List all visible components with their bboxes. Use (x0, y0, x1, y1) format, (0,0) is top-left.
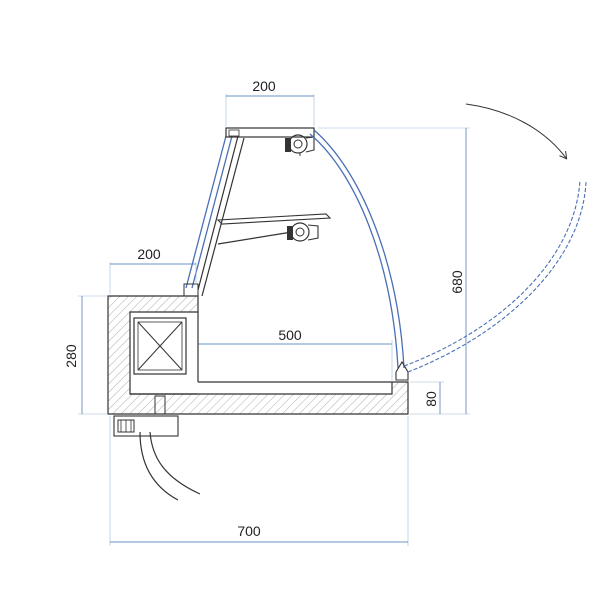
lamp-top (285, 134, 315, 156)
dim-total-width: 700 (109, 416, 409, 546)
middle-shelf (216, 213, 332, 245)
dim-base-height-label: 280 (63, 344, 79, 368)
dim-total-height-label: 680 (449, 270, 465, 294)
top-canopy (225, 127, 315, 138)
dim-top-width-label: 200 (252, 78, 276, 94)
glass-hinge (395, 360, 409, 381)
lamp-middle (287, 222, 319, 242)
dim-front-height-label: 80 (423, 391, 439, 407)
rotation-arrow-icon (465, 103, 566, 158)
drain-hose (113, 415, 201, 501)
front-glass-closed (313, 129, 405, 369)
compressor-box (133, 317, 187, 415)
dim-total-width-label: 700 (237, 523, 261, 539)
front-glass-open-outer (407, 181, 587, 373)
dim-shelf-depth-label: 500 (278, 327, 302, 343)
dim-front-height: 80 (410, 381, 444, 414)
dim-mid-width-label: 200 (137, 246, 161, 262)
dim-mid-width: 200 (109, 246, 197, 294)
front-glass-inner (309, 133, 399, 369)
front-glass-open (403, 179, 581, 367)
back-glass-panel (183, 135, 245, 297)
dim-top-width: 200 (225, 78, 315, 126)
dim-total-height: 680 (318, 127, 470, 415)
base-cabinet (107, 295, 409, 415)
dim-base-height: 280 (63, 295, 108, 415)
dim-shelf-depth: 500 (198, 327, 393, 382)
